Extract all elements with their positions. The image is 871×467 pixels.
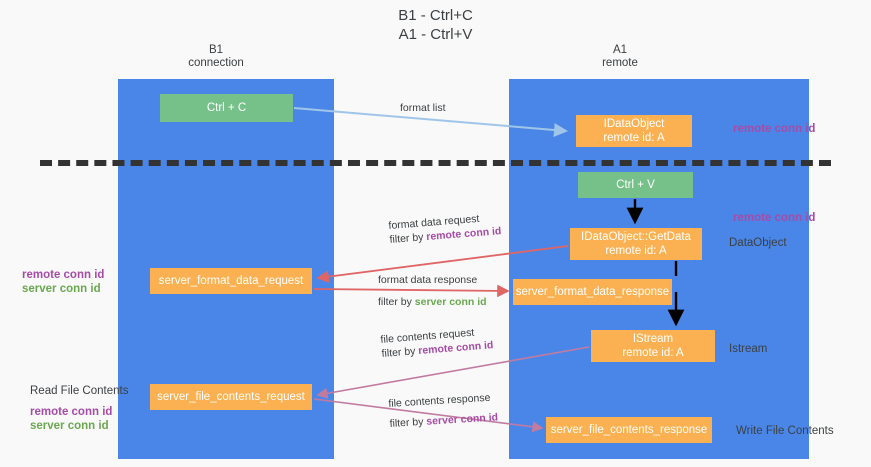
column-header-a1: A1 remote [560,44,680,70]
node-istream[interactable]: IStream remote id: A [591,330,715,362]
filter-prefix: filter by [389,415,427,430]
edge-label-file-contents-response-line1: file contents response [388,391,491,410]
annotation-left-remote-conn-id-bottom: remote conn id [30,406,113,418]
node-idataobject-line2: remote id: A [603,132,665,144]
filter-key-server-conn-id: server conn id [425,411,499,428]
column-header-b1: B1 connection [156,44,276,70]
node-idataobject[interactable]: IDataObject remote id: A [576,115,692,147]
annotation-istream: Istream [729,343,768,355]
node-server-format-data-request-label: server_format_data_request [158,275,304,287]
column-header-b1-name: B1 [208,44,224,56]
node-getdata-line1: IDataObject::GetData [581,231,691,243]
phase-divider [40,160,831,166]
column-header-a1-sub: remote [602,57,638,69]
node-ctrl-c-label: Ctrl + C [206,102,247,114]
edge-label-file-contents-response: file contents response filter by server … [388,390,498,431]
node-ctrl-v[interactable]: Ctrl + V [578,172,693,198]
annotation-write-file-contents: Write File Contents [736,425,834,437]
node-ctrl-v-label: Ctrl + V [616,179,655,191]
node-idataobject-getdata[interactable]: IDataObject::GetData remote id: A [570,228,702,260]
filter-prefix: filter by [378,296,415,308]
annotation-remote-conn-id-mid: remote conn id [733,212,816,224]
edge-label-format-data-response-filter: filter by server conn id [378,295,487,309]
node-idataobject-line1: IDataObject [603,118,665,130]
node-server-format-data-response-label: server_format_data_response [515,286,670,298]
node-server-file-contents-request[interactable]: server_file_contents_request [150,384,312,410]
node-server-format-data-request[interactable]: server_format_data_request [150,268,312,294]
node-server-format-data-response[interactable]: server_format_data_response [513,279,672,305]
edge-label-file-contents-response-filter: filter by server conn id [389,410,498,431]
page-title: B1 - Ctrl+C A1 - Ctrl+V [0,6,871,44]
node-istream-line1: IStream [632,333,674,345]
node-getdata-line2: remote id: A [605,245,667,257]
annotation-left-conn-ids-mid: remote conn id server conn id [22,268,104,296]
node-server-file-contents-response[interactable]: server_file_contents_response [546,417,712,443]
annotation-read-file-contents: Read File Contents [30,385,129,397]
filter-key-server-conn-id: server conn id [414,296,487,308]
node-istream-line2: remote id: A [622,347,684,359]
edge-label-format-data-response-line1: format data response [378,274,478,286]
annotation-left-server-conn-id-bottom: server conn id [30,420,109,432]
annotation-left-conn-ids-bottom: Read File Contents remote conn id server… [30,384,128,433]
filter-prefix: filter by [389,231,427,246]
column-header-a1-name: A1 [612,44,628,56]
node-server-file-contents-response-label: server_file_contents_response [550,424,708,436]
edge-label-format-list-text: format list [400,102,446,114]
node-server-file-contents-request-label: server_file_contents_request [157,391,305,403]
annotation-remote-conn-id-top: remote conn id [733,123,816,135]
filter-prefix: filter by [381,345,419,360]
annotation-left-remote-conn-id-mid: remote conn id [22,269,105,281]
node-ctrl-c[interactable]: Ctrl + C [160,94,293,122]
annotation-dataobject: DataObject [729,237,787,249]
title-line-2: A1 - Ctrl+V [398,26,473,43]
edge-label-format-list: format list [400,101,446,115]
edge-label-format-data-request: format data request filter by remote con… [388,210,502,247]
edge-label-format-data-response: format data response filter by server co… [378,273,487,309]
edge-label-file-contents-request: file contents request filter by remote c… [380,324,494,361]
title-line-1: B1 - Ctrl+C [398,7,473,24]
annotation-left-server-conn-id-mid: server conn id [22,283,101,295]
column-header-b1-sub: connection [188,57,244,69]
